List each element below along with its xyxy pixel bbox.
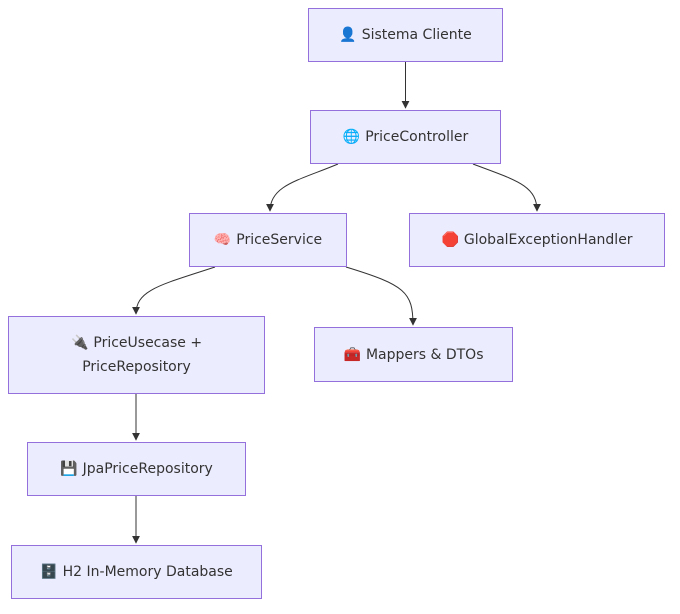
toolbox-icon: 🧰: [343, 346, 361, 363]
node-price-usecase-repository: 🔌PriceUsecase + PriceRepository: [8, 316, 265, 394]
node-label: PriceController: [365, 129, 469, 145]
node-sistema-cliente: 👤Sistema Cliente: [308, 8, 503, 62]
edge-controller-to-service: [266, 163, 339, 212]
node-label: PriceService: [236, 232, 323, 248]
node-label: H2 In-Memory Database: [62, 564, 233, 580]
node-price-controller: 🌐PriceController: [310, 110, 501, 164]
node-label-line1: PriceUsecase +: [93, 335, 203, 351]
node-label: JpaPriceRepository: [82, 461, 213, 477]
node-label: GlobalExceptionHandler: [463, 232, 633, 248]
brain-icon: 🧠: [213, 232, 232, 248]
node-label-line2: PriceRepository: [82, 359, 191, 375]
node-jpa-price-repository: 💾JpaPriceRepository: [27, 442, 246, 496]
stop-sign-icon: 🛑: [441, 232, 459, 248]
node-label: Mappers & DTOs: [365, 346, 484, 363]
node-mappers-dtos: 🧰Mappers & DTOs: [314, 327, 513, 382]
plug-icon: 🔌: [70, 335, 89, 351]
node-h2-database: 🗄️H2 In-Memory Database: [11, 545, 262, 599]
node-global-exception-handler: 🛑GlobalExceptionHandler: [409, 213, 665, 267]
user-icon: 👤: [339, 27, 357, 43]
node-price-service: 🧠PriceService: [189, 213, 347, 267]
globe-icon: 🌐: [342, 129, 361, 145]
edge-controller-to-exception-handler: [472, 163, 541, 212]
edge-service-to-mappers: [345, 266, 417, 326]
file-cabinet-icon: 🗄️: [40, 564, 58, 580]
floppy-disk-icon: 💾: [60, 461, 78, 477]
node-label: Sistema Cliente: [361, 27, 472, 43]
edge-service-to-usecase: [132, 266, 216, 315]
